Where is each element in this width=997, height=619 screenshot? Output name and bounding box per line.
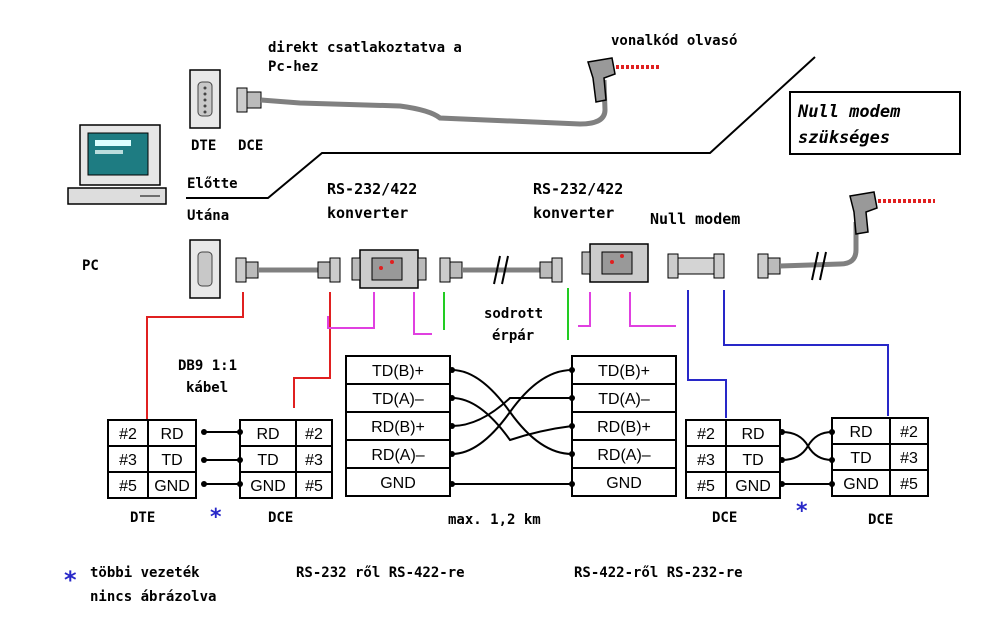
barcode-scanner-top-icon — [587, 57, 660, 103]
table-cell: RD — [256, 426, 279, 443]
null-modem-label: Null modem — [650, 210, 740, 228]
table-cell: TD(B)+ — [372, 363, 424, 380]
barcode-cable-top — [260, 79, 608, 127]
dte-bottom-label: DTE — [130, 510, 155, 526]
pinout-table-rs422-left: TD(B)+ TD(A)– RD(B)+ RD(A)– GND — [345, 355, 451, 497]
table-cell: #3 — [119, 452, 137, 469]
note-line2: nincs ábrázolva — [90, 589, 216, 605]
pinout-table-dce-mid: #2 RD #3 TD #5 GND — [685, 419, 781, 499]
wires — [204, 369, 833, 485]
table-cell: GND — [735, 478, 771, 495]
table-cell: #5 — [305, 478, 323, 495]
table-cell: RD — [741, 426, 764, 443]
null-modem-adapter-icon — [667, 253, 725, 279]
table-cell: GND — [250, 478, 286, 495]
table-cell: TD(A)– — [372, 391, 424, 408]
pinout-table-dte-left: #2 RD #3 TD #5 GND — [107, 419, 197, 499]
direct-label-line1: direkt csatlakoztatva a — [268, 40, 462, 56]
before-after-separator — [186, 56, 816, 199]
table-cell: #2 — [119, 426, 137, 443]
table-cell: #2 — [697, 426, 715, 443]
before-label: Előtte — [187, 176, 238, 192]
pc-label: PC — [82, 258, 99, 274]
barcode-reader-label: vonalkód olvasó — [611, 33, 737, 49]
table-cell: RD(A)– — [371, 447, 424, 464]
asterisk-left: * — [210, 505, 222, 530]
table-cell: #2 — [305, 426, 323, 443]
table-cell: #3 — [697, 452, 715, 469]
pc-computer-icon — [67, 124, 167, 205]
cable-label-line2: kábel — [186, 380, 228, 396]
table-cell: RD — [849, 424, 872, 441]
caption-rs422-to-rs232: RS-422-ről RS-232-re — [574, 565, 743, 581]
dce-bottom-right-label: DCE — [868, 512, 893, 528]
converter2-label-line1: RS-232/422 — [533, 180, 623, 198]
twisted-pair-label-line2: érpár — [492, 328, 534, 344]
asterisk-right: * — [796, 499, 808, 524]
table-cell: TD — [161, 452, 182, 469]
converter1-label-line2: konverter — [327, 204, 408, 222]
null-modem-needed-line2: szükséges — [798, 128, 890, 148]
null-modem-needed-line1: Null modem — [797, 102, 901, 122]
wire-junction-dots — [201, 367, 835, 487]
caption-rs232-to-rs422: RS-232 ről RS-422-re — [296, 565, 465, 581]
table-cell: #5 — [119, 478, 137, 495]
table-cell: #3 — [900, 450, 918, 467]
barcode-scanner-bottom-icon — [849, 191, 935, 235]
table-cell: #3 — [305, 452, 323, 469]
pinout-table-rs422-right: TD(B)+ TD(A)– RD(B)+ RD(A)– GND — [571, 355, 677, 497]
dce-bottom-left-label: DCE — [268, 510, 293, 526]
dte-top-label: DTE — [191, 138, 216, 154]
table-cell: GND — [606, 475, 642, 492]
dce-bottom-mid-label: DCE — [712, 510, 737, 526]
cable-label-line1: DB9 1:1 — [178, 358, 237, 374]
table-cell: RD — [160, 426, 183, 443]
converter1-label-line1: RS-232/422 — [327, 180, 417, 198]
rs232-422-converter1-icon — [351, 249, 427, 289]
twisted-pair-label-line1: sodrott — [484, 306, 543, 322]
table-cell: GND — [843, 476, 879, 493]
table-cell: RD(B)+ — [597, 419, 651, 436]
converter2-label-line2: konverter — [533, 204, 614, 222]
table-cell: #5 — [697, 478, 715, 495]
db9-plug-dce-top-icon — [236, 87, 262, 113]
table-cell: #5 — [900, 476, 918, 493]
asterisk-note: * — [64, 566, 77, 594]
twisted-pair-cable-icon — [439, 255, 563, 285]
db9-port-dte-top-icon — [189, 69, 221, 129]
after-label: Utána — [187, 208, 229, 224]
table-cell: RD(A)– — [597, 447, 650, 464]
table-cell: TD — [850, 450, 871, 467]
db9-cable-1to1-icon — [235, 257, 341, 283]
table-cell: TD(B)+ — [598, 363, 650, 380]
table-cell: TD — [742, 452, 763, 469]
table-cell: RD(B)+ — [371, 419, 425, 436]
table-cell: GND — [154, 478, 190, 495]
table-cell: #2 — [900, 424, 918, 441]
max-distance-label: max. 1,2 km — [448, 512, 541, 528]
null-modem-needed-box — [789, 91, 961, 155]
note-line1: többi vezeték — [90, 565, 200, 581]
db9-port-pc-icon — [189, 239, 221, 299]
direct-label-line2: Pc-hez — [268, 59, 319, 75]
barcode-cable-bottom — [757, 222, 859, 281]
table-cell: TD(A)– — [598, 391, 650, 408]
leader-lines — [146, 288, 889, 420]
rs232-422-converter2-icon — [581, 243, 649, 283]
table-cell: TD — [257, 452, 278, 469]
table-cell: GND — [380, 475, 416, 492]
dce-top-label: DCE — [238, 138, 263, 154]
